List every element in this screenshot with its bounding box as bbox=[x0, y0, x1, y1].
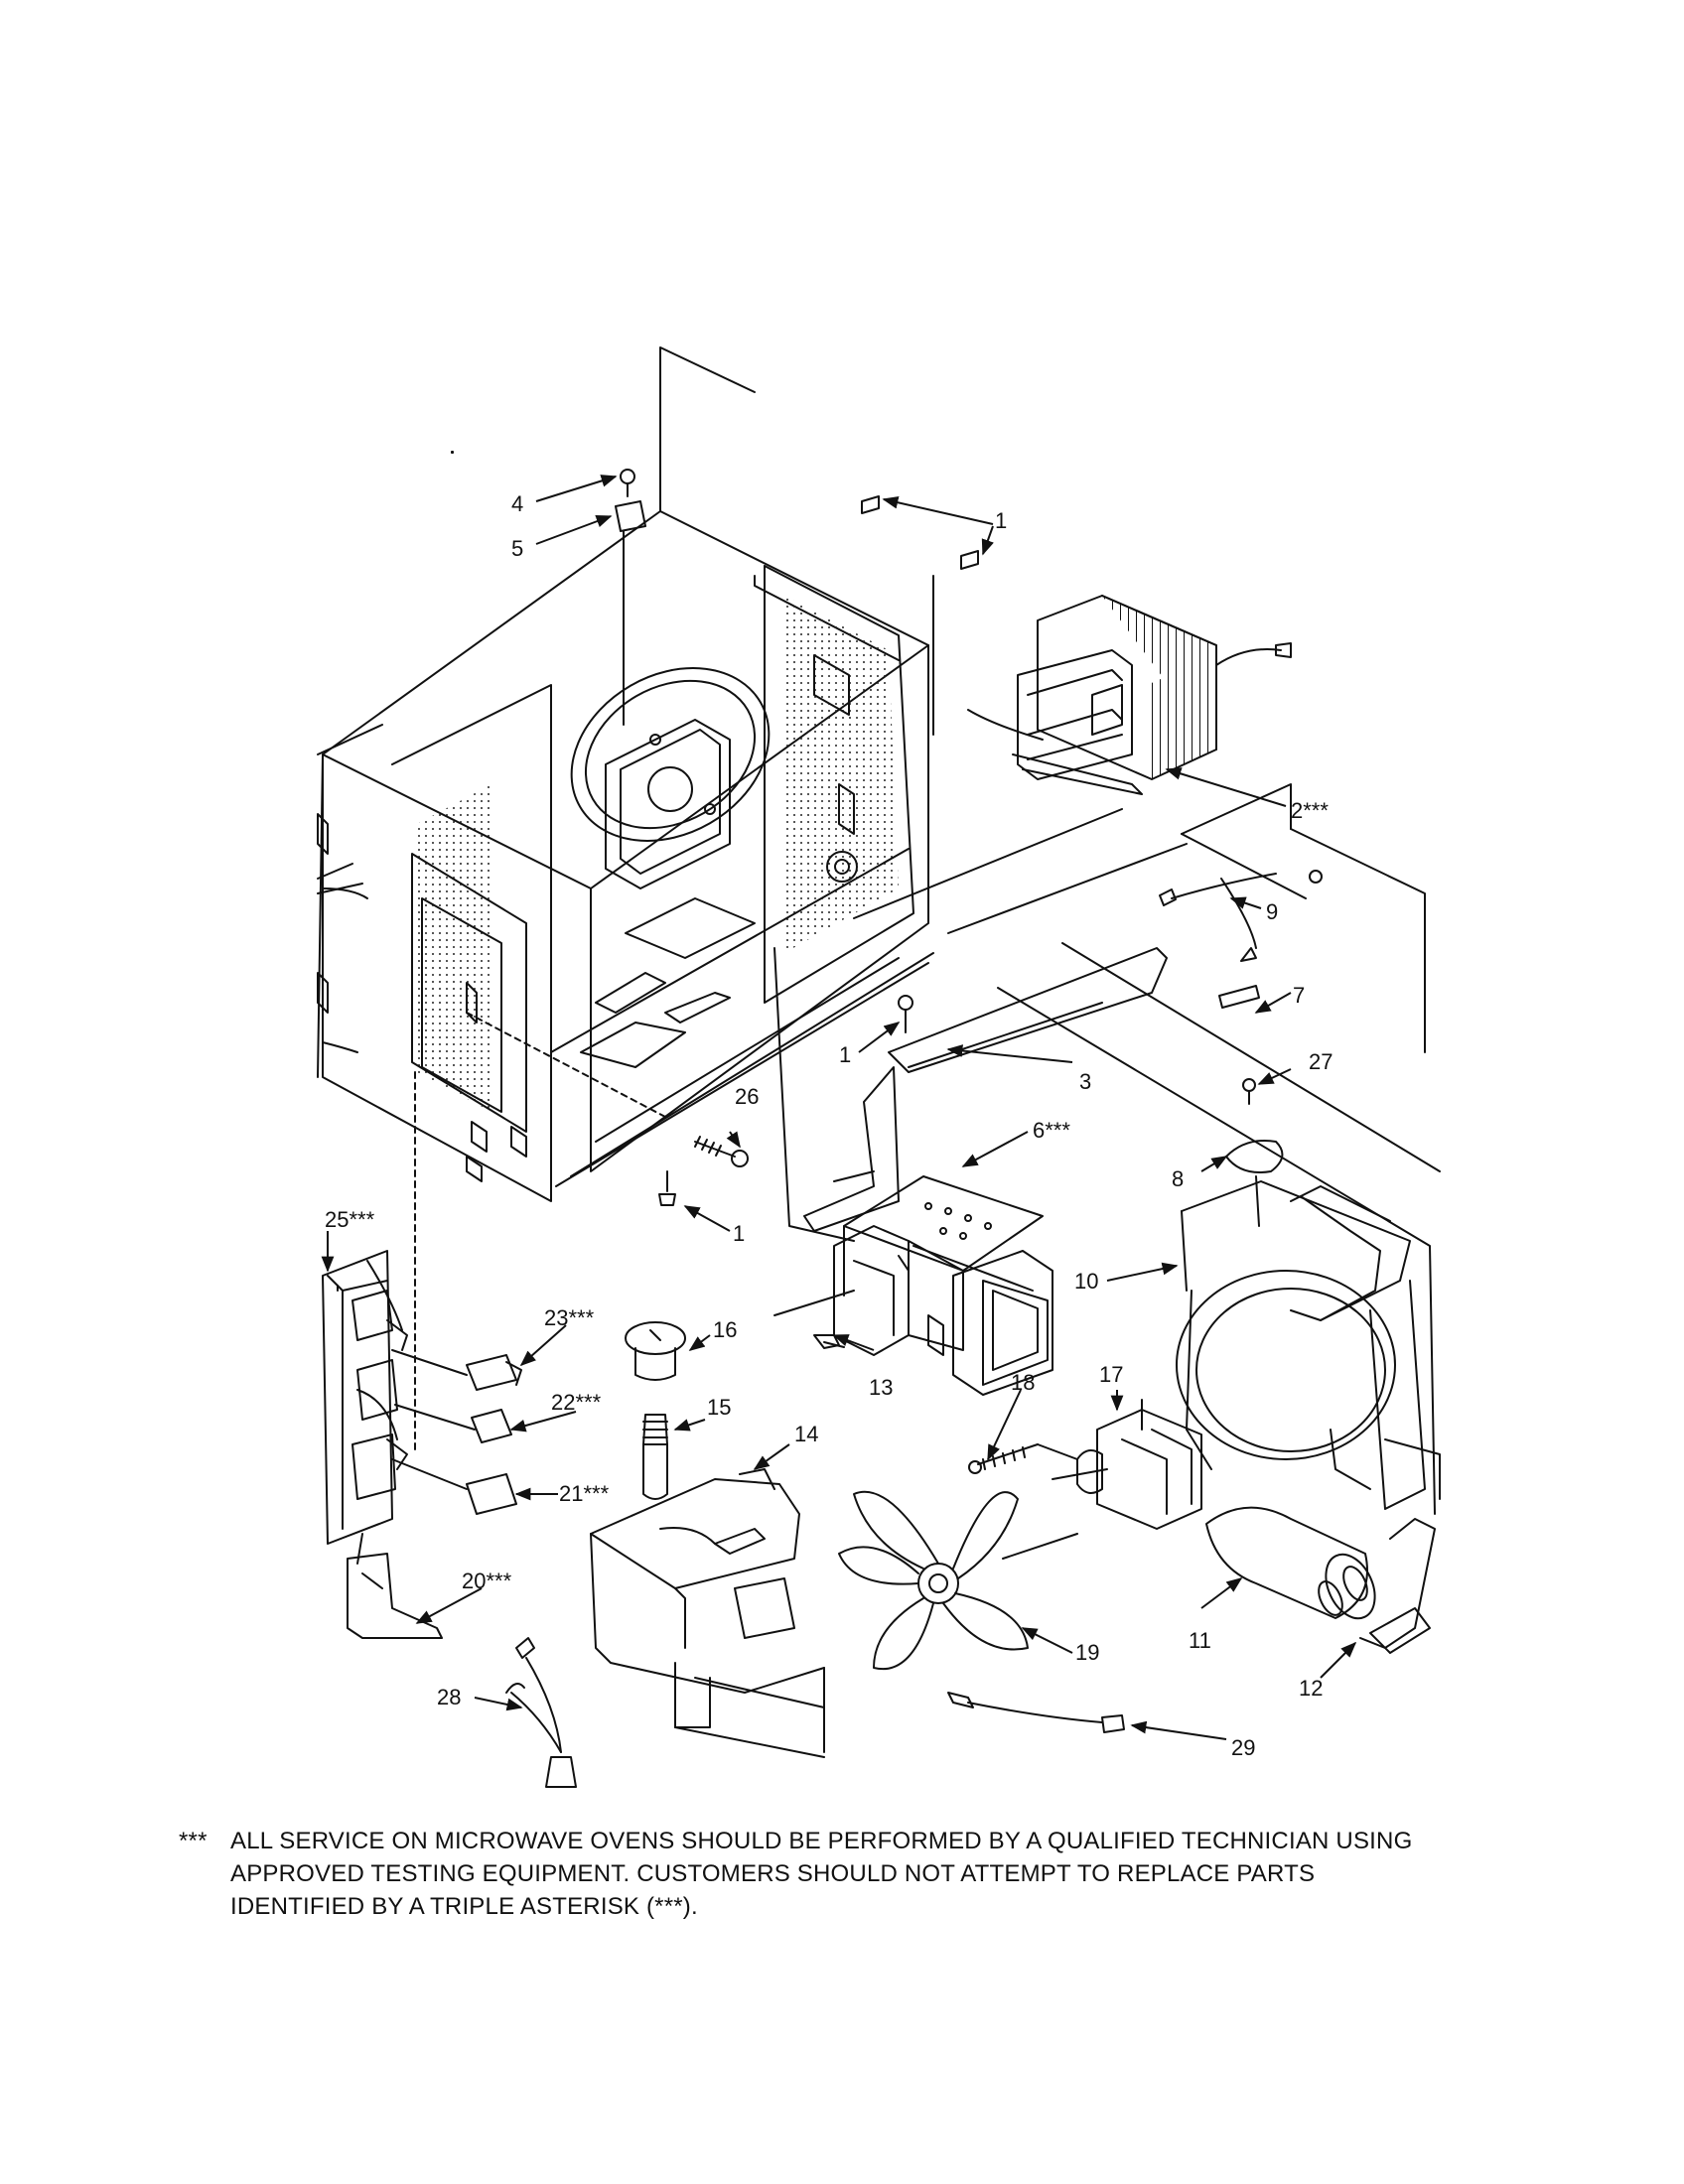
note-line-2: APPROVED TESTING EQUIPMENT. CUSTOMERS SH… bbox=[230, 1860, 1316, 1887]
screw-part-1-bottom bbox=[658, 1170, 676, 1206]
label-part-6: 6*** bbox=[1033, 1118, 1070, 1143]
wire-part-28 bbox=[505, 1637, 577, 1788]
lamp-part-15 bbox=[642, 1414, 668, 1500]
wire-part-29 bbox=[947, 1692, 1125, 1733]
label-part-26: 26 bbox=[735, 1084, 759, 1109]
interlock-switch-part-21 bbox=[391, 1458, 517, 1515]
stirrer-motor-assembly bbox=[570, 667, 771, 889]
part-labels-repeat: 1 1 bbox=[733, 1042, 851, 1246]
leader-line bbox=[997, 987, 1436, 1515]
wire-harness-part-9 bbox=[1159, 783, 1323, 962]
air-guide-part-14 bbox=[590, 1468, 825, 1758]
label-part-13: 13 bbox=[869, 1375, 893, 1400]
label-part-1-top: 1 bbox=[995, 508, 1007, 533]
capacitor-part-11 bbox=[1205, 1506, 1376, 1620]
part-labels: 1 2*** 3 4 5 6*** 7 8 9 10 11 12 13 14 1… bbox=[325, 491, 1333, 1760]
capacitor-bracket-part-12 bbox=[1359, 1518, 1436, 1654]
label-part-18: 18 bbox=[1011, 1370, 1035, 1395]
label-part-22: 22*** bbox=[551, 1390, 602, 1415]
label-part-7: 7 bbox=[1293, 983, 1305, 1008]
label-part-1-mid: 1 bbox=[839, 1042, 851, 1067]
label-part-17: 17 bbox=[1099, 1362, 1123, 1387]
triple-asterisk-marker: *** bbox=[179, 1828, 208, 1854]
exploded-parts-diagram: 1 2*** 3 4 5 6*** 7 8 9 10 11 12 13 14 1… bbox=[317, 346, 1441, 1788]
service-warning-note: *** ALL SERVICE ON MICROWAVE OVENS SHOUL… bbox=[179, 1825, 1609, 1923]
fan-motor-part-17 bbox=[1052, 1399, 1202, 1530]
screw-part-18 bbox=[968, 1443, 1078, 1474]
screw-part-4 bbox=[620, 469, 635, 497]
door-lever-part-20 bbox=[347, 1553, 443, 1639]
interlock-switch-part-23 bbox=[391, 1349, 522, 1391]
label-part-20: 20*** bbox=[462, 1569, 512, 1593]
label-part-10: 10 bbox=[1074, 1269, 1098, 1294]
label-part-16: 16 bbox=[713, 1317, 737, 1342]
label-part-3: 3 bbox=[1079, 1069, 1091, 1094]
label-part-11: 11 bbox=[1189, 1628, 1211, 1653]
screw-part-1-mid bbox=[898, 995, 913, 1033]
label-part-12: 12 bbox=[1299, 1676, 1323, 1701]
fan-shroud-part-10 bbox=[1176, 1180, 1441, 1510]
label-part-29: 29 bbox=[1231, 1735, 1255, 1760]
magnetron-part-6 bbox=[773, 1175, 1053, 1396]
label-part-5: 5 bbox=[511, 536, 523, 561]
screw-part-27 bbox=[1242, 1078, 1256, 1105]
label-part-23: 23*** bbox=[544, 1305, 595, 1330]
label-part-25: 25*** bbox=[325, 1207, 375, 1232]
label-part-8: 8 bbox=[1172, 1166, 1184, 1191]
door-latch-housing-part-25 bbox=[322, 1250, 408, 1545]
interlock-switch-part-22 bbox=[394, 1404, 512, 1443]
fuse-part-7 bbox=[1218, 985, 1260, 1009]
screw-part-1-top bbox=[861, 495, 979, 736]
fan-blade-part-19 bbox=[838, 1490, 1078, 1671]
high-voltage-transformer bbox=[853, 595, 1292, 919]
label-part-9: 9 bbox=[1266, 899, 1278, 924]
label-part-14: 14 bbox=[794, 1422, 818, 1446]
label-part-15: 15 bbox=[707, 1395, 731, 1420]
label-part-2: 2*** bbox=[1291, 798, 1329, 823]
label-part-21: 21*** bbox=[559, 1481, 610, 1506]
label-part-4: 4 bbox=[511, 491, 523, 516]
screw-part-26 bbox=[694, 1136, 749, 1167]
label-part-1-bottom: 1 bbox=[733, 1221, 745, 1246]
clamp-part-5 bbox=[615, 500, 646, 726]
lamp-socket-part-16 bbox=[625, 1321, 686, 1381]
note-line-1: ALL SERVICE ON MICROWAVE OVENS SHOULD BE… bbox=[230, 1828, 1413, 1854]
oven-cavity-chassis bbox=[317, 346, 934, 1202]
label-part-19: 19 bbox=[1075, 1640, 1099, 1665]
label-part-28: 28 bbox=[437, 1685, 461, 1709]
label-part-27: 27 bbox=[1309, 1049, 1333, 1074]
note-line-3: IDENTIFIED BY A TRIPLE ASTERISK (***). bbox=[230, 1893, 698, 1920]
leader-arrows bbox=[321, 475, 1357, 1740]
bracket-part-3 bbox=[803, 947, 1168, 1232]
